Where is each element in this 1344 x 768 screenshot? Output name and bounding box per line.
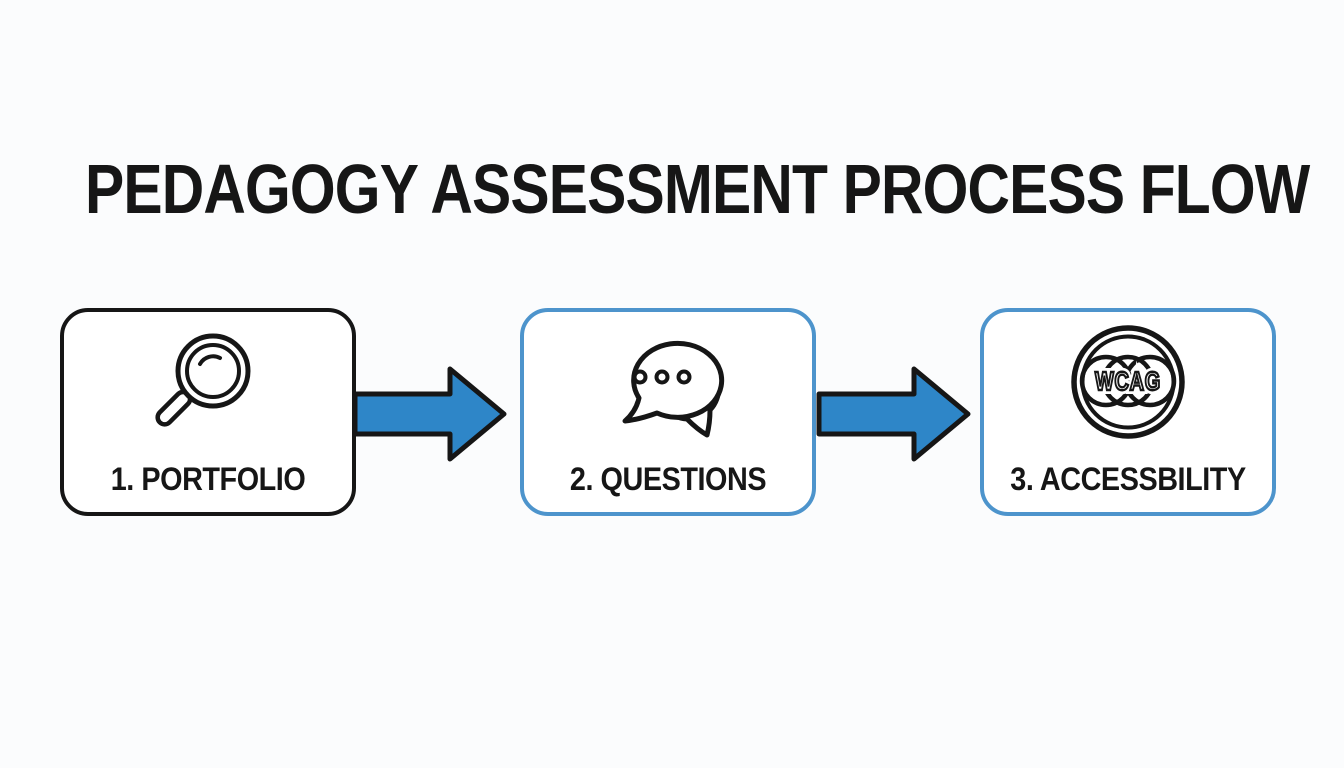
step-label: 2. QUESTIONS <box>569 461 767 497</box>
page-title: PEDAGOGY ASSESSMENT PROCESS FLOW <box>85 150 1310 228</box>
step-box-portfolio: 1. PORTFOLIO <box>60 308 356 516</box>
flow-arrow-icon <box>816 366 971 462</box>
step-box-accessibility: WCAG WCAG 3. ACCESSBILITY <box>980 308 1276 516</box>
step-label: 3. ACCESSBILITY <box>1010 461 1246 497</box>
wcag-badge-icon: WCAG WCAG <box>1071 325 1185 439</box>
step-label: 1. PORTFOLIO <box>110 461 306 497</box>
magnifier-icon <box>155 333 251 427</box>
wcag-badge-text: WCAG <box>1095 366 1161 396</box>
wcag-badge-text: WCAG <box>1095 366 1161 396</box>
step-box-questions: 2. QUESTIONS <box>520 308 816 516</box>
chat-bubbles-icon <box>622 340 725 438</box>
flow-arrow-icon <box>352 366 507 462</box>
